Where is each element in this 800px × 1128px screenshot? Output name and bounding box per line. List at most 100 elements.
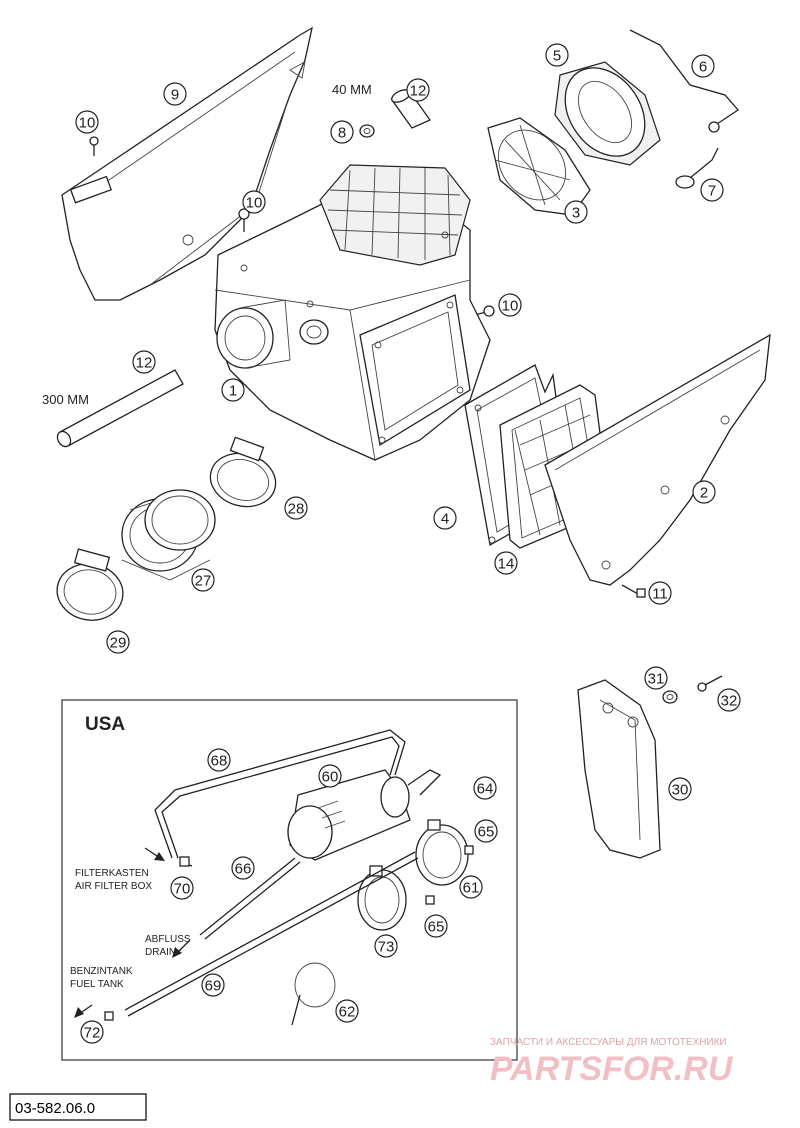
usa-title: USA <box>85 714 125 735</box>
label-benzintank-en: FUEL TANK <box>70 979 124 990</box>
callout-circle <box>691 54 715 78</box>
callout-circle <box>132 350 156 374</box>
callout-number: 2 <box>700 485 708 502</box>
callout-circle <box>284 496 308 520</box>
callout-14: 14 <box>494 551 518 575</box>
label-abfluss-en: DRAIN <box>145 947 176 958</box>
label-filterkasten-en: AIR FILTER BOX <box>75 881 152 892</box>
callout-number: 29 <box>110 635 127 652</box>
callout-number: 69 <box>205 978 222 995</box>
callout-number: 27 <box>195 573 212 590</box>
callout-12: 12 <box>132 350 156 374</box>
callout-number: 7 <box>708 183 716 200</box>
callout-10: 10 <box>75 110 99 134</box>
callout-65: 65 <box>424 914 448 938</box>
callout-circle <box>545 43 569 67</box>
callout-number: 70 <box>174 881 191 898</box>
callout-number: 61 <box>463 880 480 897</box>
callout-number: 66 <box>235 861 252 878</box>
label-benzintank-de: BENZINTANK <box>70 966 133 977</box>
usa-box-frame <box>61 699 518 1061</box>
callout-circle <box>459 875 483 899</box>
callout-circle <box>700 178 724 202</box>
part-12-hose-short <box>391 89 431 129</box>
callout-29: 29 <box>106 630 130 654</box>
part-28-hose-clamp <box>209 436 277 508</box>
callout-circle <box>80 1020 104 1044</box>
part-11-screw <box>621 584 646 598</box>
callout-70: 70 <box>170 876 194 900</box>
part-70-nipple <box>179 856 193 867</box>
callout-circle <box>75 110 99 134</box>
part-10-screw-left <box>89 136 99 156</box>
label-abfluss-de: ABFLUSS <box>145 934 191 945</box>
callout-circle <box>207 748 231 772</box>
part-29-hose-clamp <box>56 548 124 621</box>
callout-68: 68 <box>207 748 231 772</box>
document-number-box <box>9 1093 147 1121</box>
callout-31: 31 <box>644 666 668 690</box>
callout-number: 3 <box>572 205 580 222</box>
callout-1: 1 <box>221 378 245 402</box>
part-32-bolt <box>697 675 723 692</box>
callout-circle <box>106 630 130 654</box>
callout-number: 28 <box>288 501 305 518</box>
callout-number: 12 <box>136 355 153 372</box>
callout-number: 65 <box>428 919 445 936</box>
callout-28: 28 <box>284 496 308 520</box>
callout-61: 61 <box>459 875 483 899</box>
callout-number: 10 <box>502 298 519 315</box>
callout-circle <box>242 190 266 214</box>
callout-circle <box>170 876 194 900</box>
callout-number: 4 <box>441 511 449 528</box>
part-68-vent-hose <box>154 729 406 859</box>
callout-circle <box>231 856 255 880</box>
callout-30: 30 <box>668 777 692 801</box>
callout-number: 73 <box>378 939 395 956</box>
callout-circle <box>498 293 522 317</box>
watermark-tagline: ЗАПЧАСТИ И АКСЕССУАРЫ ДЛЯ МОТОТЕХНИКИ <box>490 1037 727 1048</box>
callout-number: 6 <box>699 59 707 76</box>
callout-number: 5 <box>553 48 561 65</box>
callout-circle <box>201 973 225 997</box>
part-61-bracket-clamp <box>415 819 469 886</box>
label-filterkasten-de: FILTERKASTEN <box>75 868 149 879</box>
callout-60: 60 <box>318 764 342 788</box>
callout-circle <box>648 581 672 605</box>
callout-32: 32 <box>717 688 741 712</box>
callout-circle <box>406 78 430 102</box>
callout-73: 73 <box>374 934 398 958</box>
part-62-cable-tie <box>291 962 336 1026</box>
callout-circle <box>474 819 498 843</box>
part-60-fuel-filter-canister <box>287 769 411 861</box>
part-27-intake-boot <box>121 489 216 581</box>
callout-number: 30 <box>672 782 689 799</box>
callout-circle <box>163 82 187 106</box>
part-10-screw-center <box>238 208 250 232</box>
callout-10: 10 <box>498 293 522 317</box>
callout-circle <box>335 999 359 1023</box>
callout-6: 6 <box>691 54 715 78</box>
callout-layer: 1234567891010101112121427282930313260616… <box>75 43 741 1044</box>
part-8-nut <box>359 124 375 138</box>
part-12-hose-long <box>56 369 184 448</box>
part-5-filter-ring <box>554 61 661 166</box>
callout-number: 10 <box>79 115 96 132</box>
callout-circle <box>644 666 668 690</box>
part-64-hose-stub <box>407 769 442 796</box>
callout-circle <box>374 934 398 958</box>
callout-circle <box>191 568 215 592</box>
callout-circle <box>318 764 342 788</box>
callout-2: 2 <box>692 480 716 504</box>
callout-number: 32 <box>721 693 738 710</box>
part-65-nut-upper <box>464 845 474 855</box>
callout-number: 8 <box>338 125 346 142</box>
callout-circle <box>433 506 457 530</box>
callout-number: 65 <box>478 824 495 841</box>
dim-label-300mm: 300 MM <box>42 392 89 407</box>
callout-64: 64 <box>473 776 497 800</box>
callout-62: 62 <box>335 999 359 1023</box>
part-73-bracket-clamp <box>357 865 407 931</box>
arrow-filterkasten <box>144 847 165 861</box>
